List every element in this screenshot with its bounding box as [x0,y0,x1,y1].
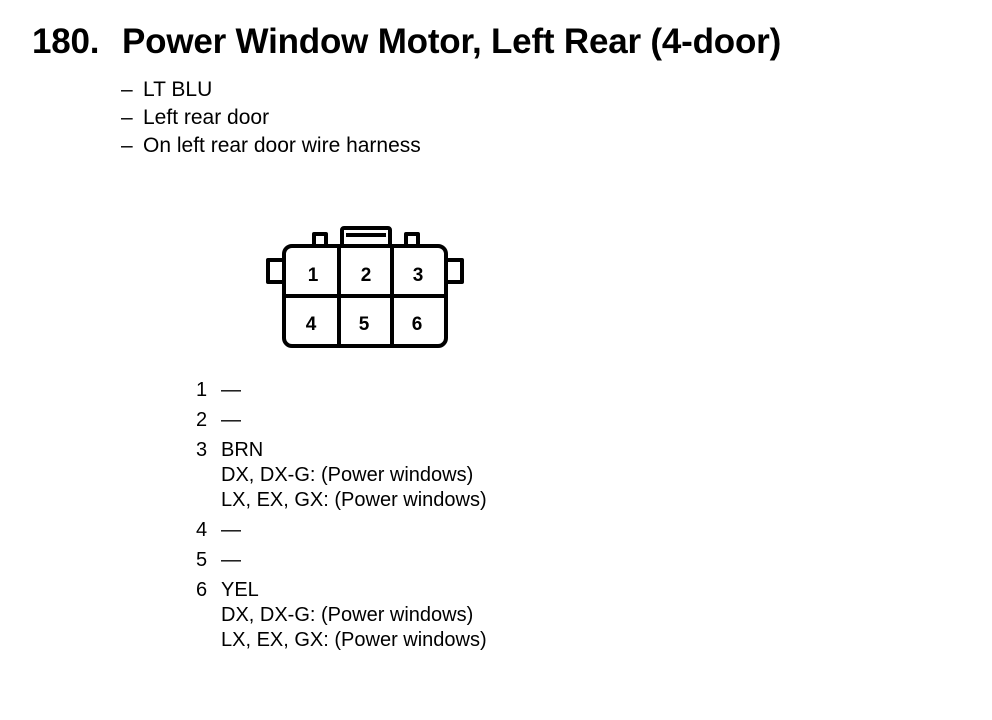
pin-label-6: 6 [412,314,423,335]
pin-number: 6 [196,579,208,601]
pin-note: DX, DX-G: (Power windows) [221,464,474,486]
info-dash: – [121,106,133,129]
info-line-harness: –On left rear door wire harness [121,132,421,160]
pin-note: LX, EX, GX: (Power windows) [221,629,487,651]
info-dash: – [121,78,133,101]
pin-label-4: 4 [306,314,317,335]
pin-row-4: 4— [196,518,487,543]
pin-label-2: 2 [361,265,372,286]
info-text: On left rear door wire harness [143,134,421,157]
pin-row-3: 3 BRN DX, DX-G: (Power windows) LX, EX, G… [196,438,487,513]
info-text: Left rear door [143,106,270,129]
pin-wire: — [221,409,241,431]
pin-wire: — [221,549,241,571]
pin-label-1: 1 [308,265,319,286]
connector-info: –LT BLU –Left rear door –On left rear do… [121,76,421,160]
pin-wire: — [221,519,241,541]
pin-number: 3 [196,439,208,461]
pin-wire: — [221,379,241,401]
pin-row-1: 1— [196,378,487,403]
pin-number: 5 [196,549,208,571]
pin-number: 2 [196,409,208,431]
pin-number: 4 [196,519,208,541]
title-number: 180. [32,22,100,61]
pin-label-5: 5 [359,314,370,335]
pin-wire: YEL [221,579,259,601]
pin-note: LX, EX, GX: (Power windows) [221,489,487,511]
pin-label-3: 3 [413,265,424,286]
pin-number: 1 [196,379,208,401]
pin-row-2: 2— [196,408,487,433]
info-text: LT BLU [143,78,213,101]
title-text: Power Window Motor, Left Rear (4-door) [122,22,782,61]
pin-wire: BRN [221,439,264,461]
info-line-location: –Left rear door [121,104,421,132]
connector-outline [266,226,464,348]
page-title: 180. Power Window Motor, Left Rear (4-doo… [32,22,781,62]
info-dash: – [121,134,133,157]
pin-row-6: 6 YEL DX, DX-G: (Power windows) LX, EX, G… [196,578,487,653]
pin-note: DX, DX-G: (Power windows) [221,604,474,626]
info-line-color: –LT BLU [121,76,421,104]
connector-diagram: 1 2 3 4 5 6 [266,226,464,348]
pin-row-5: 5— [196,548,487,573]
